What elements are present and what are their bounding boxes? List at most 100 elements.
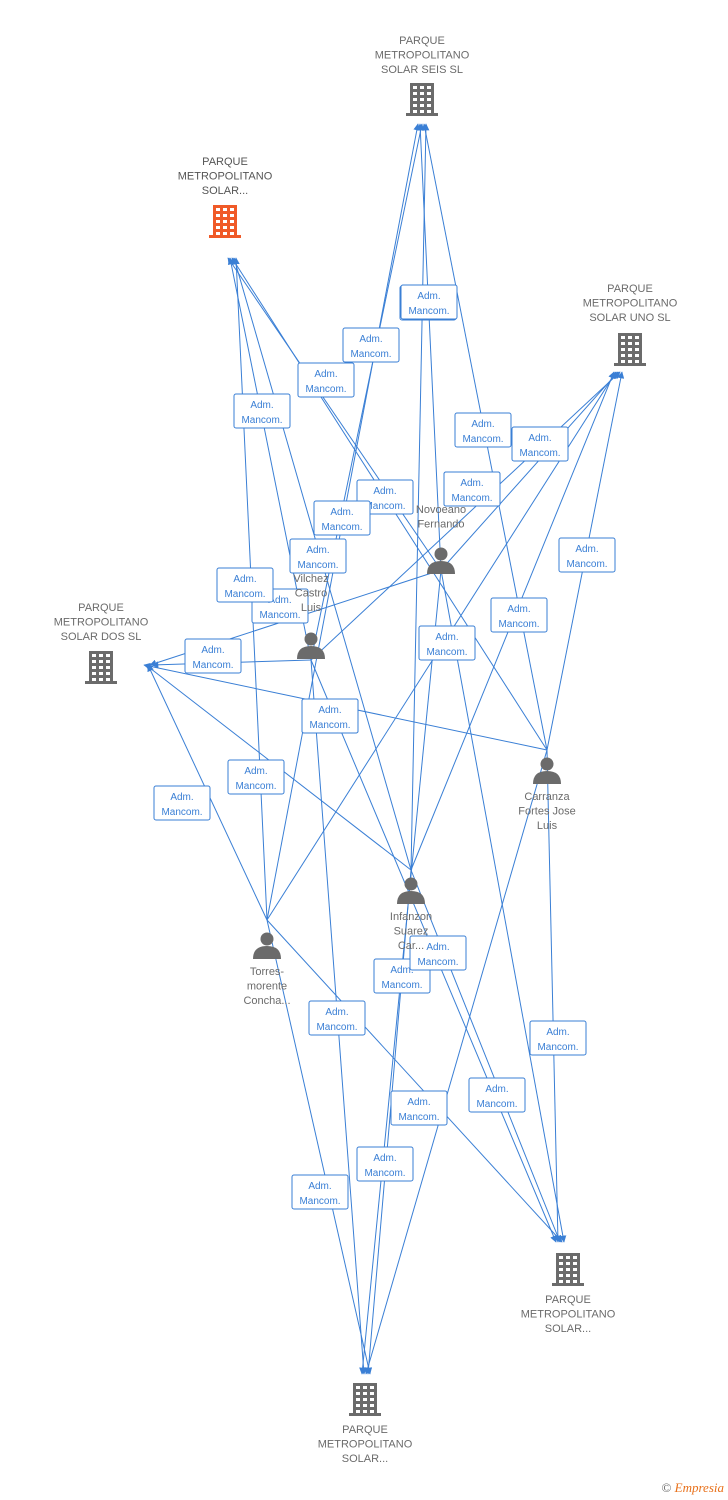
person-label-p_novo-line: Novoeano (416, 504, 466, 516)
edge-label-box (558, 537, 616, 573)
edge-label-text: Mancom. (364, 1168, 405, 1179)
edge-label-text: Mancom. (235, 781, 276, 792)
company-label-c_main-line: PARQUE (202, 156, 248, 168)
company-label-c_uno-line: METROPOLITANO (583, 298, 678, 310)
person-head (304, 632, 318, 646)
building-window (559, 1262, 563, 1265)
edge-label-box (400, 284, 458, 320)
company-label-c_bot-line: METROPOLITANO (318, 1439, 413, 1451)
edge-label-box (443, 471, 501, 507)
building-window (363, 1398, 367, 1401)
edge-label-p_tor-c_seis[interactable]: Adm.Mancom. (289, 538, 347, 574)
edge-label-text: Adm. (485, 1084, 508, 1095)
edge-label-box (297, 362, 355, 398)
building-window (92, 660, 96, 663)
person-icon[interactable] (427, 547, 455, 575)
building-window (363, 1386, 367, 1389)
building-window (621, 348, 625, 351)
building-base (85, 681, 117, 684)
building-window (420, 86, 424, 89)
building-window (356, 1398, 360, 1401)
edge-label-p_vil-c_main[interactable]: Adm. Mancom. (233, 393, 291, 429)
building-window (99, 678, 103, 681)
edge-label-p_inf-c_bot[interactable]: Adm.Mancom. (356, 1146, 414, 1182)
edge-label-text: Adm. (250, 400, 273, 411)
edge-label-box (529, 1020, 587, 1056)
person-icon[interactable] (297, 632, 325, 660)
edge-label-p_novo-c_dos[interactable]: Adm.Mancom. (184, 638, 242, 674)
edge-label-p_car-c_uno[interactable]: Adm.Mancom. (558, 537, 616, 573)
edge-p_inf-to-c_seis (410, 123, 430, 871)
person-icon[interactable] (253, 932, 281, 960)
building-window (230, 232, 234, 235)
edge-label-p_vil-c_uno[interactable]: Adm.Mancom. (511, 426, 569, 462)
edge-label-box (227, 759, 285, 795)
edge-label-p_tor-c_bot[interactable]: Adm.Mancom. (291, 1174, 349, 1210)
person-icon[interactable] (397, 877, 425, 905)
building-icon[interactable] (552, 1253, 584, 1286)
person-icon[interactable] (533, 757, 561, 785)
building-window (223, 214, 227, 217)
person-label-p_novo-line: Fernando (417, 519, 464, 531)
person-head (540, 757, 554, 771)
edge-label-p_inf-c_seis[interactable]: Adm.Mancom. (400, 284, 458, 320)
company-label-c_uno-line: PARQUE (607, 283, 653, 295)
edge-label-p_tor-c_dos[interactable]: Adm.Mancom. (153, 785, 211, 821)
edge-label-text: Mancom. (364, 501, 405, 512)
building-window (628, 348, 632, 351)
edge-label-text: Adm. (390, 965, 413, 976)
edge-label-p_car-c_br[interactable]: Adm.Mancom. (529, 1020, 587, 1056)
edge-label-text: Adm. (417, 291, 440, 302)
company-label-c_br-line: PARQUE (545, 1294, 591, 1306)
edge-label-p_novo-c_main[interactable]: Adm.Mancom. (356, 479, 414, 515)
building-icon[interactable] (406, 83, 438, 116)
building-icon[interactable] (614, 333, 646, 366)
edge-label-p_inf-c_dos[interactable]: Adm.Mancom. (227, 759, 285, 795)
edge-label-text: Adm. (268, 595, 291, 606)
building-window (230, 214, 234, 217)
building-base (406, 113, 438, 116)
edge-label-p_inf-c_main[interactable]: Adm.Mancom. (313, 500, 371, 536)
building-window (99, 666, 103, 669)
building-window (559, 1280, 563, 1283)
building-window (223, 220, 227, 223)
building-window (370, 1404, 374, 1407)
edge-label-p_car-c_main[interactable]: Adm.Mancom. (297, 362, 355, 398)
building-window (573, 1274, 577, 1277)
building-icon[interactable] (85, 651, 117, 684)
person-body (297, 646, 325, 659)
edge-label-p_car-c_bot[interactable]: Adm.Mancom. (390, 1090, 448, 1126)
edge-label-p_car-c_dos[interactable]: Adm.Mancom. (301, 698, 359, 734)
edge-label-box (418, 625, 476, 661)
edge-label-p_novo-c_br[interactable]: Adm.Mancom. (418, 625, 476, 661)
building-window (559, 1256, 563, 1259)
edge-label-p_vil-c_bot[interactable]: Adm.Mancom. (308, 1000, 366, 1036)
building-window (223, 208, 227, 211)
edge-label-p_inf-c_br[interactable]: Adm.Mancom. (468, 1077, 526, 1113)
edge-label-text: Adm. (233, 574, 256, 585)
building-window (635, 360, 639, 363)
building-window (420, 110, 424, 113)
building-icon[interactable] (349, 1383, 381, 1416)
building-window (427, 98, 431, 101)
edge-label-text: Adm. (201, 645, 224, 656)
building-base (614, 363, 646, 366)
building-window (566, 1256, 570, 1259)
building-window (230, 208, 234, 211)
building-window (363, 1404, 367, 1407)
building-window (370, 1392, 374, 1395)
building-window (370, 1410, 374, 1413)
edge-label-p_tor-c_br[interactable]: Adm.Mancom. (409, 935, 467, 971)
edge-label-p_tor-c_main[interactable]: Adm.Mancom. (216, 567, 274, 603)
edge-label-p_tor-c_uno[interactable]: Adm.Mancom. (443, 471, 501, 507)
building-window (230, 226, 234, 229)
edge-label-p_inf-c_uno[interactable]: Adm.Mancom. (490, 597, 548, 633)
edge-label-p_vil-c_seis[interactable]: Adm.Mancom. (342, 327, 400, 363)
building-window (356, 1392, 360, 1395)
edge-label-text: Mancom. (381, 980, 422, 991)
edge-label-text: Mancom. (309, 720, 350, 731)
building-icon[interactable] (209, 205, 241, 238)
edge-label-p_car-c_seis[interactable]: Adm.Mancom. (454, 412, 512, 448)
edge-p_car-to-c_br (546, 749, 562, 1243)
edge-label-text: Mancom. (241, 415, 282, 426)
